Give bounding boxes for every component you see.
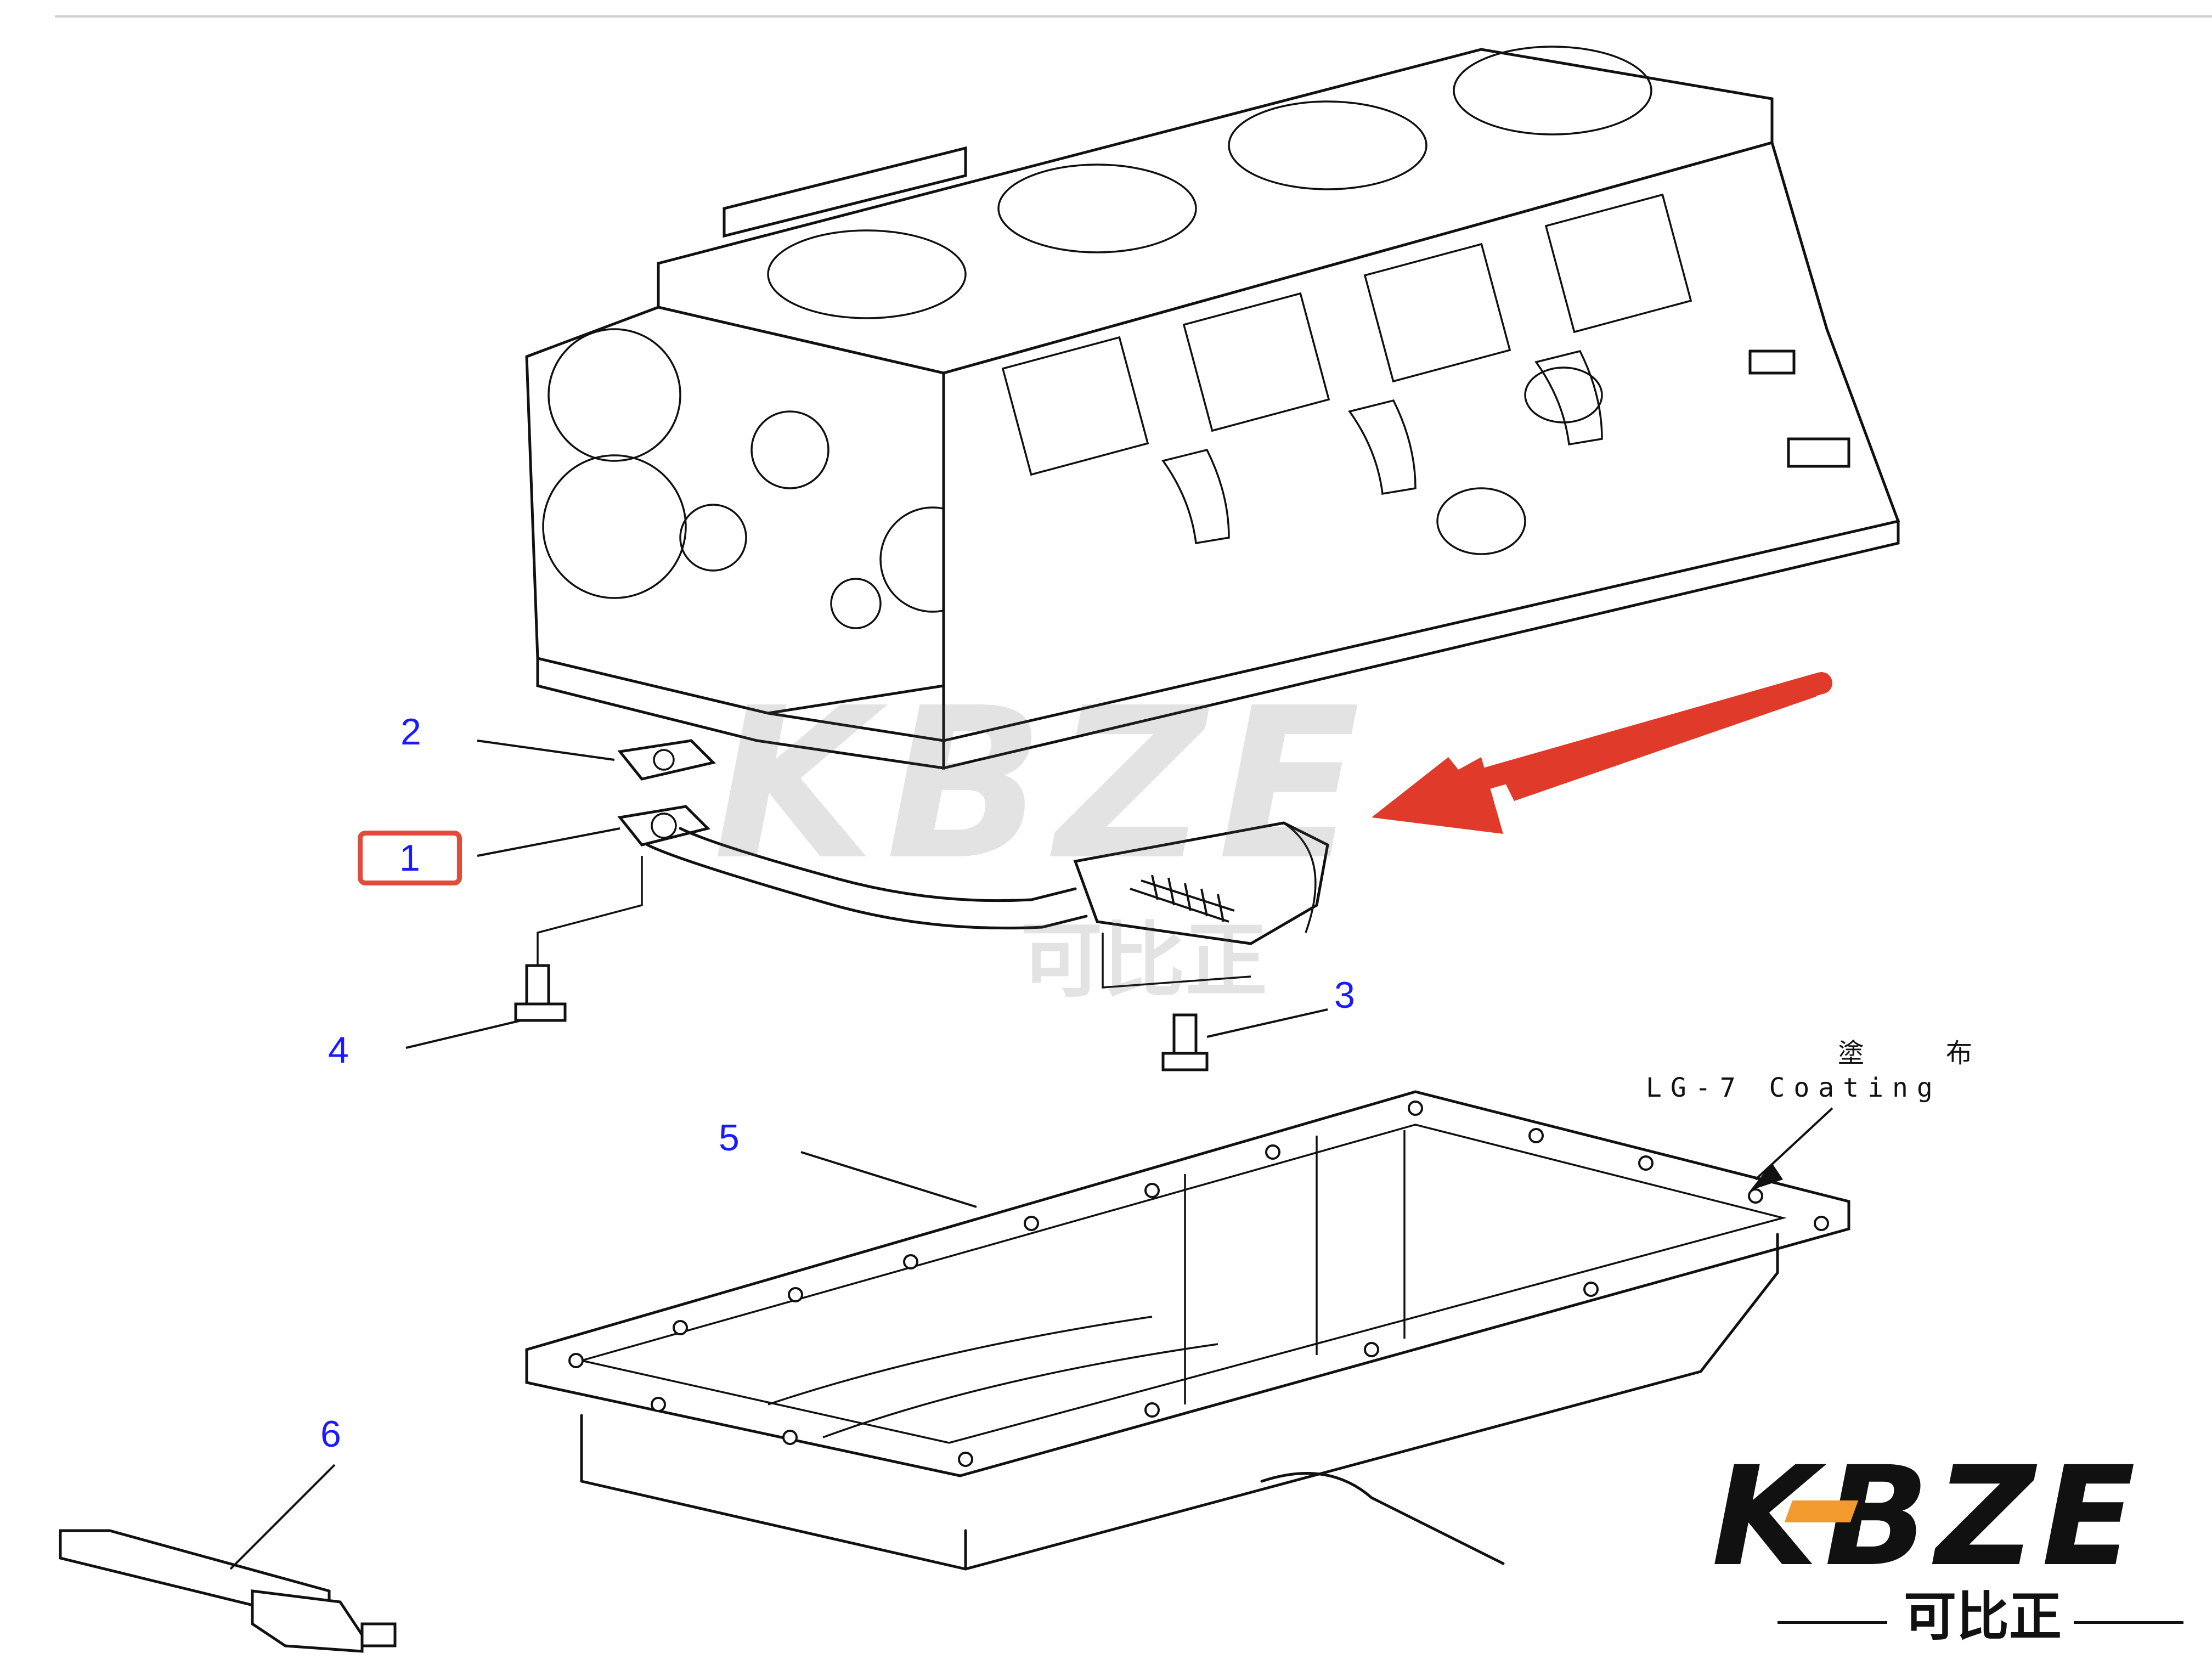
pointer-arrow: [1372, 672, 1832, 834]
cylinder-bore: [997, 163, 1197, 253]
cylinder-bore: [767, 229, 967, 319]
callout-1: 1: [399, 837, 420, 879]
callout-4: 4: [328, 1029, 349, 1071]
cylinder-bore: [1453, 46, 1652, 136]
part-5-oil-pan: [525, 1090, 1850, 1571]
cylinder-bore: [1228, 100, 1427, 190]
brand-logo: KBZE 可比正: [1712, 1448, 2194, 1657]
callout-2: 2: [400, 711, 421, 753]
logo-sub: 可比正: [1904, 1586, 2062, 1647]
logo-accent-bar: [1784, 1500, 1859, 1522]
coating-note-jp: 塗 布: [1838, 1038, 2005, 1069]
leader-lines: [229, 740, 1833, 1570]
part-2-gasket: [617, 739, 716, 781]
coating-note: LG-7 Coating: [1646, 1073, 1942, 1103]
logo-line-right: [2074, 1621, 2183, 1624]
part-3-bolt: [1161, 1013, 1209, 1071]
part-4-bolt: [514, 856, 643, 1022]
callout-6: 6: [320, 1413, 341, 1455]
logo-text: KBZE: [1712, 1437, 2142, 1596]
callout-5: 5: [719, 1117, 740, 1159]
callout-3: 3: [1334, 974, 1355, 1016]
engine-block: [525, 46, 1900, 770]
logo-line-left: [1778, 1621, 1887, 1624]
part-6-dipstick-guide: [59, 1529, 397, 1653]
highlight-box: [358, 831, 462, 885]
part-1-strainer-tube: [617, 805, 1329, 989]
logo-sub-wrap: 可比正: [1778, 1588, 2194, 1649]
